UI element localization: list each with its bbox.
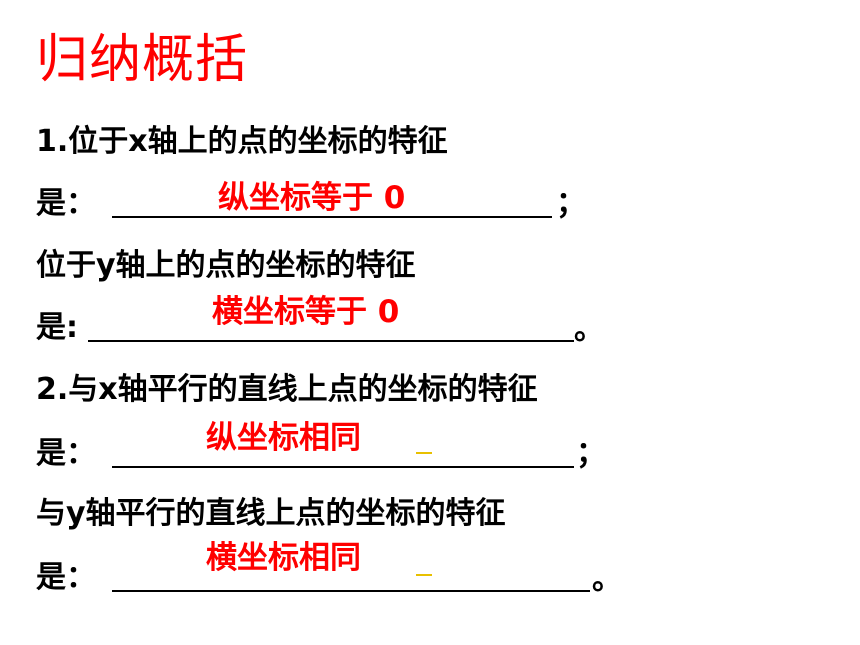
question-1-prefix: 是： (36, 186, 96, 221)
question-4-answer: 横坐标相同 (206, 540, 361, 576)
question-1-blank (112, 216, 552, 218)
question-2-blank (88, 340, 574, 342)
question-1-text: 1.位于x轴上的点的坐标的特征 (36, 124, 448, 159)
question-2-answer: 横坐标等于 0 (212, 294, 400, 330)
slide-title: 归纳概括 (36, 30, 249, 90)
question-3-tail: ； (576, 436, 606, 471)
question-3-answer: 纵坐标相同 (206, 420, 361, 456)
question-2-tail: 。 (574, 312, 604, 347)
question-1-tail: ； (556, 186, 586, 221)
question-3-prefix: 是： (36, 436, 96, 471)
question-1-answer: 纵坐标等于 0 (218, 180, 406, 216)
question-4-blank (112, 590, 590, 592)
question-2-prefix: 是: (36, 310, 78, 345)
question-4-prefix: 是： (36, 560, 96, 595)
highlight-mark (416, 574, 432, 576)
question-4-tail: 。 (592, 562, 622, 597)
question-3-blank (112, 466, 574, 468)
question-2-text: 位于y轴上的点的坐标的特征 (36, 248, 416, 283)
question-4-text: 与y轴平行的直线上点的坐标的特征 (36, 496, 506, 531)
question-3-text: 2.与x轴平行的直线上点的坐标的特征 (36, 372, 538, 407)
highlight-mark (416, 452, 432, 454)
